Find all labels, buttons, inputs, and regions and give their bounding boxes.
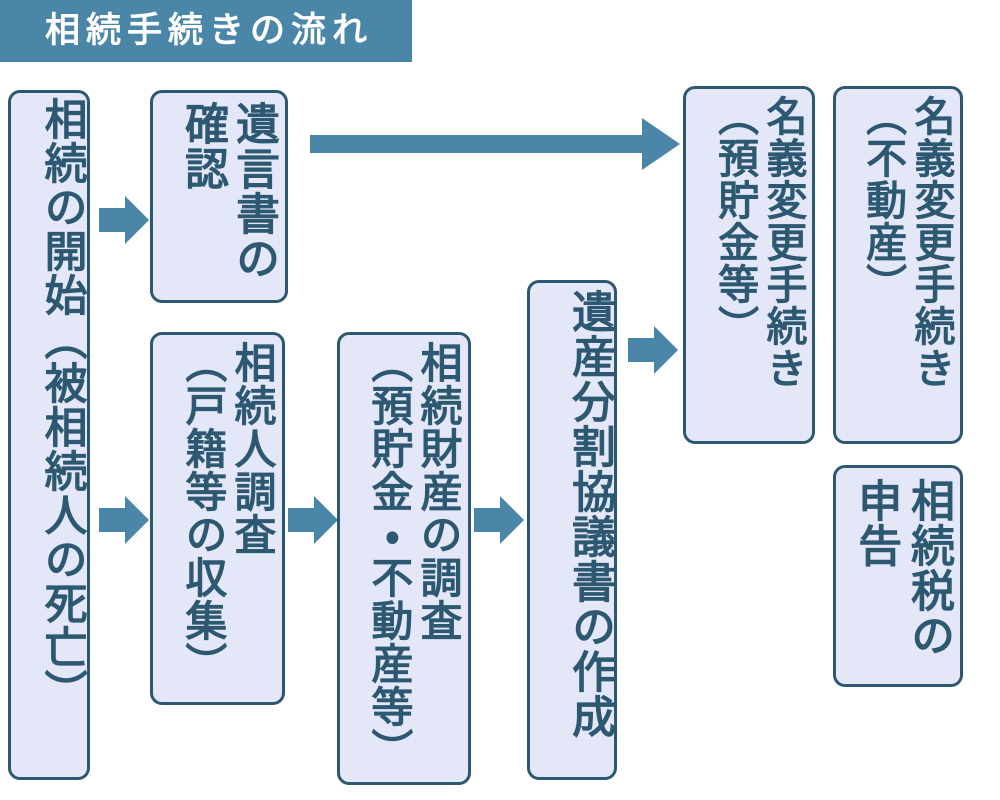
node-tax-filing-label: 相続税の 申告 xyxy=(850,478,954,658)
node-division-doc-label: 遺産分割協議書の作成 xyxy=(564,289,615,739)
node-start: 相続の開始（被相続人の死亡） xyxy=(8,90,90,780)
diagram-title-banner: 相続手続きの流れ xyxy=(0,0,412,62)
node-will-label: 遺言書の 確認 xyxy=(176,101,279,281)
node-rename-estate: 名義変更手続き （不動産） xyxy=(833,86,963,444)
diagram-title: 相続手続きの流れ xyxy=(44,10,373,51)
node-start-label: 相続の開始（被相続人の死亡） xyxy=(37,97,87,713)
node-rename-estate-label: 名義変更手続き （不動産） xyxy=(858,95,955,389)
arrow-heir-to-asset-survey xyxy=(288,496,338,544)
node-heir-survey-label: 相続人調査 （戸籍等の収集） xyxy=(178,341,277,685)
node-heir-survey: 相続人調査 （戸籍等の収集） xyxy=(150,332,285,705)
arrow-start-to-heir-survey xyxy=(99,496,149,544)
arrow-division-to-rename-bank xyxy=(628,326,678,374)
arrow-start-to-will xyxy=(99,196,149,244)
arrow-asset-to-division-doc xyxy=(474,496,524,544)
node-asset-survey: 相続財産の調査 （預貯金・不動産等） xyxy=(337,332,471,785)
arrow-will-to-rename-bank xyxy=(310,118,680,170)
node-rename-bank: 名義変更手続き （預貯金等） xyxy=(683,86,815,444)
node-division-doc: 遺産分割協議書の作成 xyxy=(527,280,617,780)
node-rename-bank-label: 名義変更手続き （預貯金等） xyxy=(710,95,807,389)
node-asset-survey-label: 相続財産の調査 （預貯金・不動産等） xyxy=(364,341,463,771)
node-tax-filing: 相続税の 申告 xyxy=(833,465,963,687)
node-will: 遺言書の 確認 xyxy=(150,90,288,303)
